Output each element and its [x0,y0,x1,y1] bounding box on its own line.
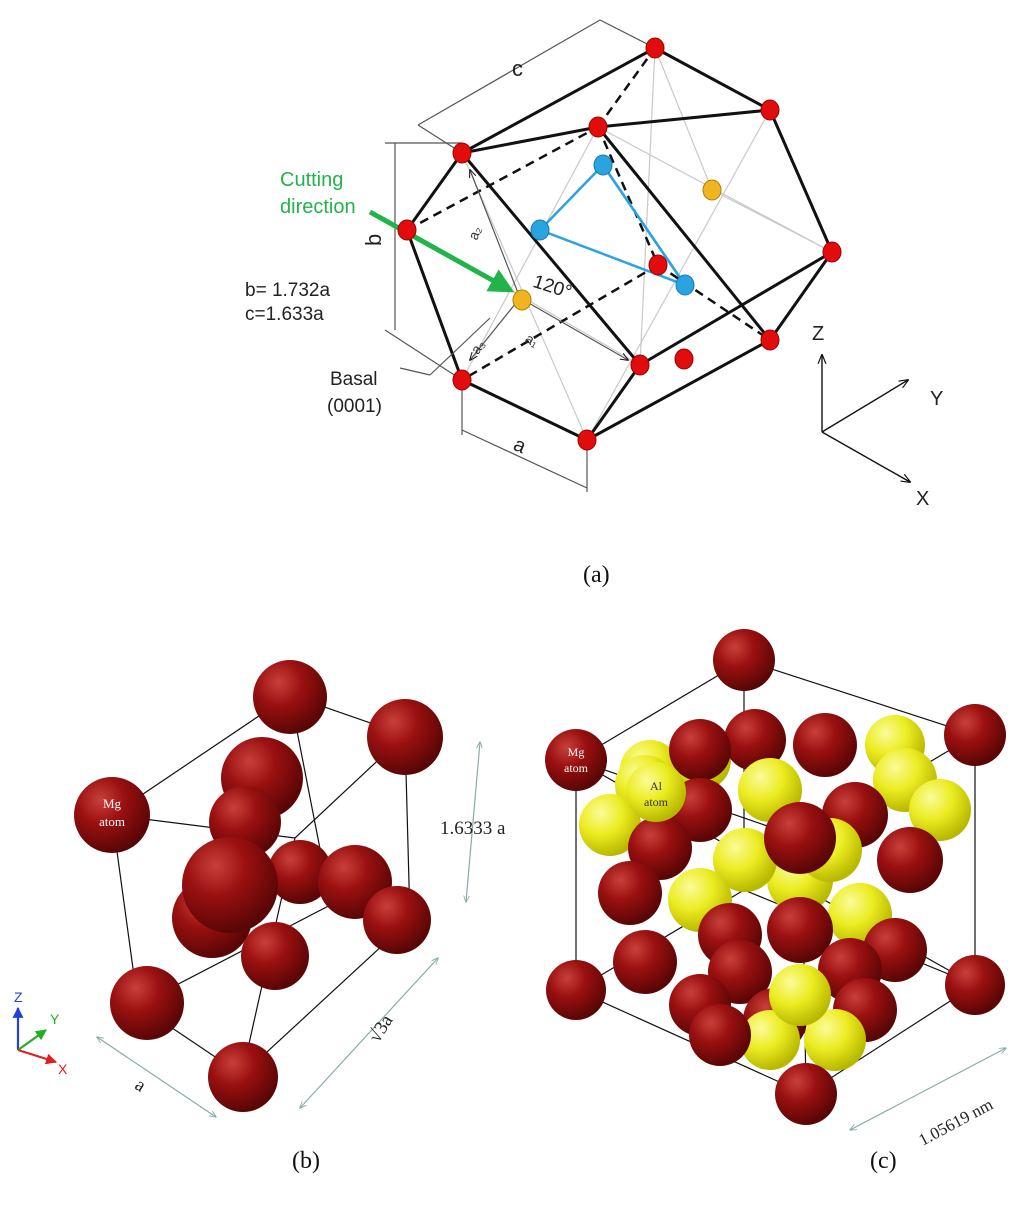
label-b: b [361,234,386,246]
c-relation: c=1.633a [245,304,324,325]
orange-atoms [512,179,722,311]
axis-x-label: X [916,488,929,510]
atom-cluster-c [545,629,1006,1125]
triad-y: Y [50,1011,60,1027]
blue-triangle [537,163,689,288]
label-a1: a₁ [523,330,542,350]
b-relation: b= 1.732a [245,280,330,301]
hcp-hidden-edges [406,47,771,382]
panel-c: Mg atom Al atom 1.05619 nm (c) [545,629,1006,1174]
mg-label-c-line2: atom [564,761,589,775]
height-label-b: 1.6333 a [440,818,506,839]
a-label-b: a [131,1074,150,1097]
basal-line2: (0001) [327,396,382,417]
cutting-direction-arrow [368,209,515,293]
edge-label-c: 1.05619 nm [915,1095,996,1150]
sqrt3a-label: √3a [365,1011,398,1047]
al-label-c-line2: atom [644,795,669,809]
caption-c: (c) [870,1148,897,1174]
mg-label-b-line1: Mg [103,796,122,811]
xyz-axes [822,355,910,482]
caption-a: (a) [583,562,610,588]
axis-y-label: Y [930,388,943,410]
caption-b: (b) [292,1148,320,1174]
hcp-cell-frame [405,46,834,442]
panel-a: c b Cutting direction b= 1.732a c=1.633a… [245,19,943,588]
label-a: a [510,434,530,459]
edge-dimension-c [850,1048,1006,1130]
panel-b: Mg atom 1.6333 a √3a a Z Y X (b) [12,660,506,1174]
cutting-direction-line1: Cutting [280,169,343,191]
axis-triad-b [12,1006,58,1065]
mg-label-c-line1: Mg [568,745,585,759]
axis-z-label: Z [812,323,824,345]
red-atoms [397,37,842,451]
al-label-c-line1: Al [650,779,663,793]
label-a2: a₂ [465,224,485,242]
label-c: c [512,56,523,81]
angle-label: 120° [530,271,574,303]
label-a3: a₃ [467,337,488,357]
dimension-lines [384,19,656,492]
triad-x: X [58,1061,68,1077]
blue-atoms [530,154,695,296]
mg-atoms-b [74,660,443,1112]
cutting-direction-line2: direction [280,196,356,218]
mg-label-b-line2: atom [99,814,125,829]
basal-line1: Basal [330,369,378,390]
triad-z: Z [14,989,23,1005]
dimension-lines-b [97,742,480,1117]
